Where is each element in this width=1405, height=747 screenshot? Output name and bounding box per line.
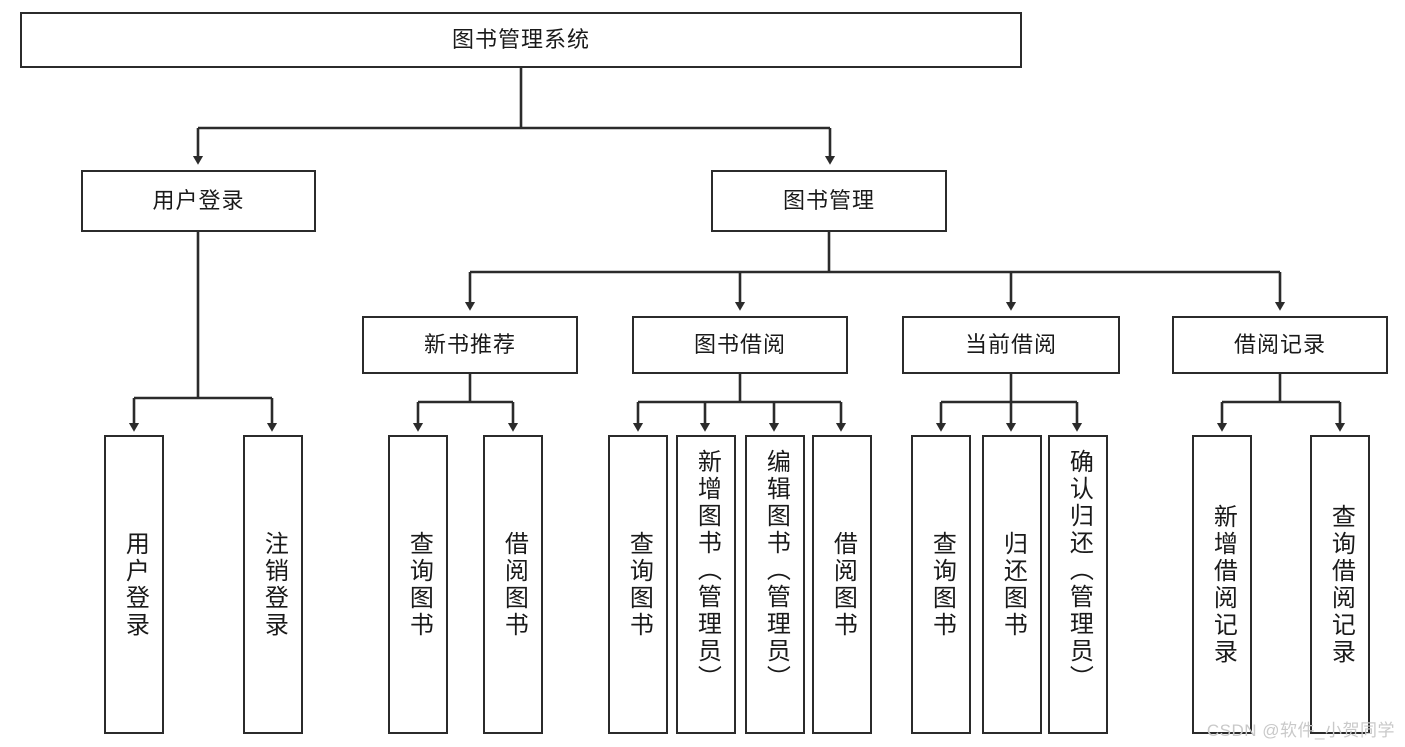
leaf-label: 编辑图书（管理员） xyxy=(762,449,790,692)
node-label: 当前借阅 xyxy=(964,332,1057,358)
node-user-login[interactable]: 用户登录 xyxy=(81,170,316,232)
node-label: 用户登录 xyxy=(152,188,245,214)
leaf-label: 归还图书 xyxy=(999,530,1027,639)
node-label: 图书借阅 xyxy=(693,332,786,358)
leaf-current-confirm-return-admin[interactable]: 确认归还（管理员） xyxy=(1048,435,1108,734)
leaf-label: 新增借阅记录 xyxy=(1209,503,1237,666)
leaf-borrow-query-book[interactable]: 查询图书 xyxy=(608,435,668,734)
leaf-current-return-book[interactable]: 归还图书 xyxy=(982,435,1042,734)
leaf-record-query-record[interactable]: 查询借阅记录 xyxy=(1310,435,1370,734)
node-label: 新书推荐 xyxy=(423,332,516,358)
node-new-book-recommend[interactable]: 新书推荐 xyxy=(362,316,578,374)
leaf-record-add-record[interactable]: 新增借阅记录 xyxy=(1192,435,1252,734)
leaf-borrow-edit-book-admin[interactable]: 编辑图书（管理员） xyxy=(745,435,805,734)
leaf-borrow-borrow-book[interactable]: 借阅图书 xyxy=(812,435,872,734)
node-current-borrow[interactable]: 当前借阅 xyxy=(902,316,1120,374)
leaf-label: 借阅图书 xyxy=(829,530,857,639)
leaf-label: 用户登录 xyxy=(121,530,149,639)
node-book-borrow[interactable]: 图书借阅 xyxy=(632,316,848,374)
leaf-label: 查询借阅记录 xyxy=(1327,503,1355,666)
node-label: 图书管理系统 xyxy=(451,27,590,53)
leaf-label: 确认归还（管理员） xyxy=(1065,449,1093,692)
node-label: 借阅记录 xyxy=(1233,332,1326,358)
leaf-user-login-logout[interactable]: 注销登录 xyxy=(243,435,303,734)
leaf-current-query-book[interactable]: 查询图书 xyxy=(911,435,971,734)
leaf-label: 查询图书 xyxy=(928,530,956,639)
node-label: 图书管理 xyxy=(782,188,875,214)
leaf-user-login-do-login[interactable]: 用户登录 xyxy=(104,435,164,734)
node-book-management[interactable]: 图书管理 xyxy=(711,170,947,232)
leaf-recommend-query-book[interactable]: 查询图书 xyxy=(388,435,448,734)
node-root-system[interactable]: 图书管理系统 xyxy=(20,12,1022,68)
node-borrow-record[interactable]: 借阅记录 xyxy=(1172,316,1388,374)
leaf-label: 查询图书 xyxy=(405,530,433,639)
leaf-recommend-borrow-book[interactable]: 借阅图书 xyxy=(483,435,543,734)
leaf-label: 新增图书（管理员） xyxy=(693,449,721,692)
leaf-label: 查询图书 xyxy=(625,530,653,639)
leaf-label: 借阅图书 xyxy=(500,530,528,639)
leaf-borrow-add-book-admin[interactable]: 新增图书（管理员） xyxy=(676,435,736,734)
csdn-watermark: CSDN @软件_小贺同学 xyxy=(1206,721,1395,740)
leaf-label: 注销登录 xyxy=(260,530,288,639)
